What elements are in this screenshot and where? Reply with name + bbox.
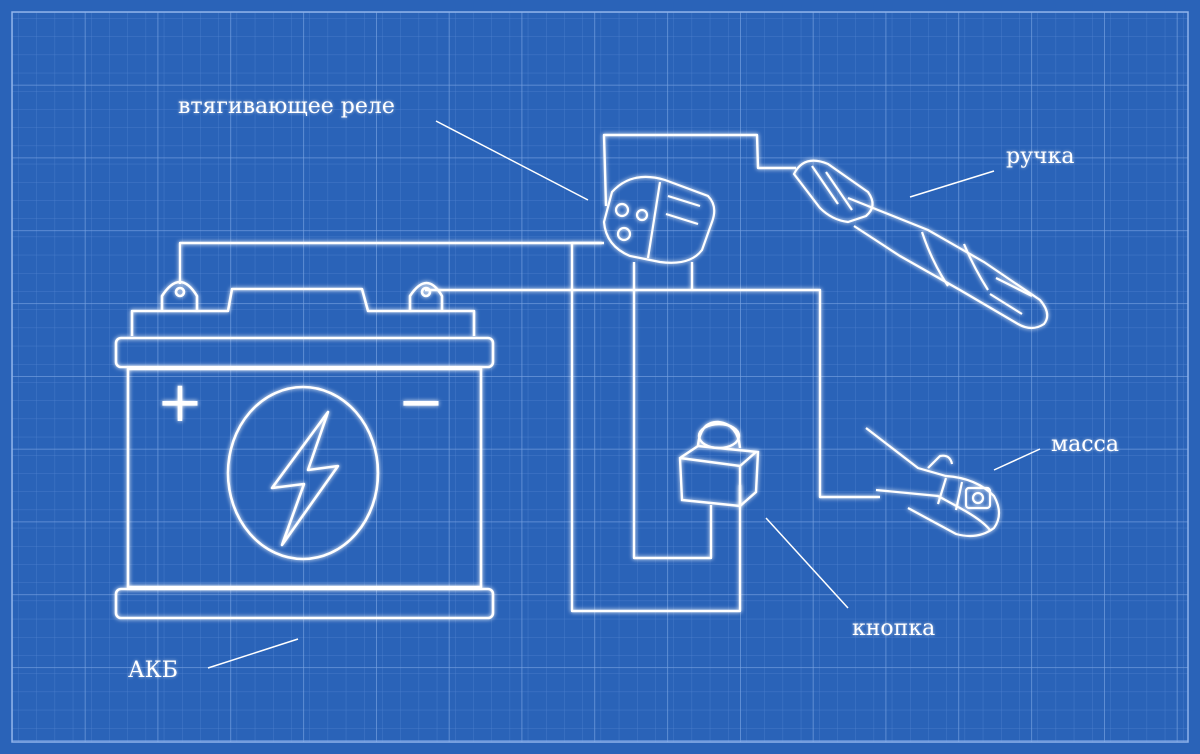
battery-plus-sign: +	[157, 370, 204, 435]
wire-battery-minus	[425, 288, 880, 499]
callout-handle	[909, 170, 995, 198]
label-button: кнопка	[852, 616, 936, 641]
wire-relay-button-outer	[570, 241, 742, 613]
wire-relay-button-inner	[632, 262, 713, 560]
callout-lines	[207, 120, 1041, 669]
battery-icon	[114, 280, 495, 620]
wire-battery-plus	[178, 241, 602, 284]
label-ground: масса	[1051, 432, 1119, 457]
push-button-icon	[678, 420, 760, 508]
wire-relay-handle	[602, 133, 796, 207]
battery-minus-sign: −	[398, 370, 445, 435]
lightning-circle	[226, 385, 380, 561]
wires	[178, 133, 880, 613]
callout-battery	[207, 638, 299, 669]
label-relay: втягивающее реле	[178, 94, 395, 119]
label-handle: ручка	[1006, 144, 1075, 169]
callout-button	[765, 517, 849, 609]
callout-relay	[435, 120, 589, 201]
electrode-holder-icon	[792, 159, 1049, 330]
lightning-bolt-icon	[270, 410, 340, 547]
ground-clamp-icon	[865, 427, 1001, 538]
label-battery: АКБ	[128, 658, 178, 683]
callout-ground	[993, 448, 1041, 471]
solenoid-relay-icon	[602, 175, 716, 264]
